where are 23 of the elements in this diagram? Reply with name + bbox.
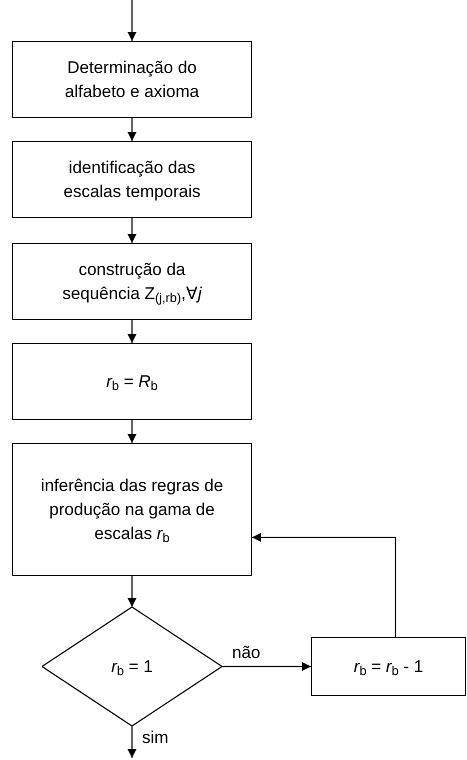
- process-box: [12, 141, 252, 218]
- arrow: [128, 726, 136, 758]
- node-label: identificação das escalas temporais: [62, 156, 202, 202]
- process-box: [12, 243, 252, 320]
- node-label: r$_{b}$ = R$_{b}$: [106, 370, 158, 394]
- process-box: [12, 443, 252, 576]
- decision-diamond: [42, 607, 222, 726]
- arrow: [128, 118, 136, 141]
- node-label: r$_{b}$ = 1: [111, 656, 153, 678]
- arrow: [128, 576, 136, 607]
- node-label: inferência das regras de produção na gama de escalas r$_{b}$: [40, 474, 224, 546]
- arrow: [128, 420, 136, 443]
- arrow: [252, 532, 396, 637]
- node-label: Determinação do alfabeto e axioma: [64, 56, 200, 102]
- process-box: [12, 343, 252, 420]
- node-label: construção da sequência Z$_{(j,rb)}$,∀j: [61, 258, 203, 306]
- process-box: [12, 41, 252, 118]
- arrow: [128, 0, 136, 41]
- process-box: [311, 637, 466, 696]
- arrow: [128, 218, 136, 243]
- arrow: [222, 662, 311, 671]
- node-label: r$_{b}$ = r$_{b}$ - 1: [354, 656, 424, 678]
- arrow: [128, 320, 136, 343]
